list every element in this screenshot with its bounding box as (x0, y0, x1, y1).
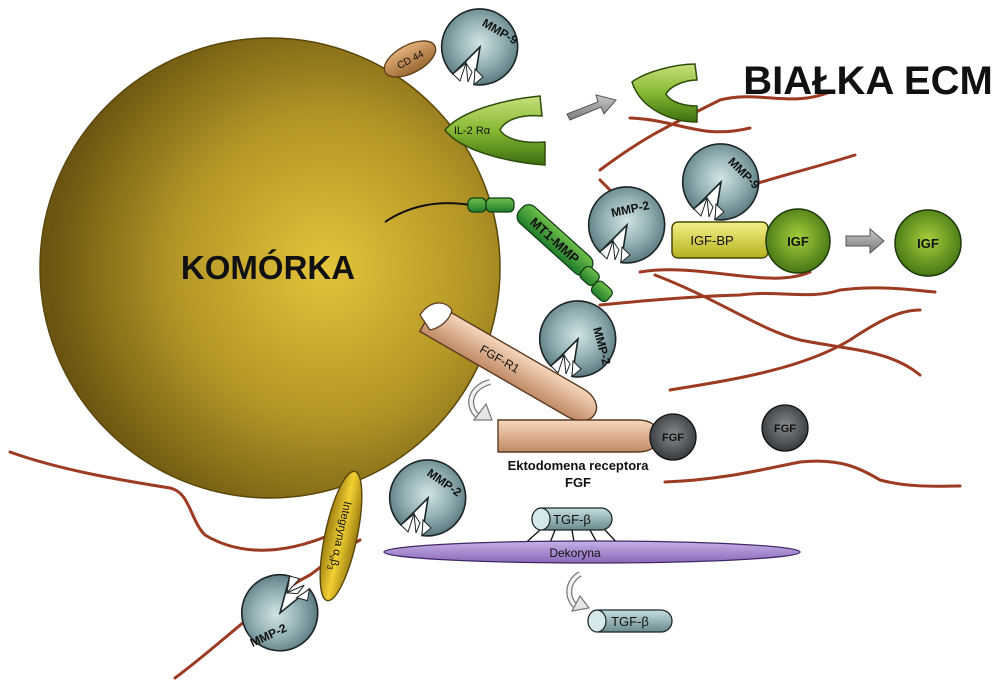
decorin-label: Dekoryna (549, 546, 601, 560)
tgfb-bound: TGF-β (531, 507, 613, 531)
fgf-bound: FGF (649, 413, 697, 461)
ecm-fiber (628, 116, 752, 134)
il2-receptor: IL-2 Rα (444, 95, 546, 166)
arrow-right-icon (566, 94, 617, 121)
integrin: Integryna αvβ3 (319, 470, 363, 602)
arrow-right-icon (845, 227, 885, 255)
mmp2-integrin: MMP-2 (227, 560, 333, 666)
igf-bound: IGF (765, 208, 831, 274)
igfbp: IGF-BP (671, 221, 769, 259)
igf-free: IGF (894, 209, 962, 277)
ecm-fiber (598, 286, 937, 307)
cd44: CD 44 (383, 40, 437, 78)
igf-free-label: IGF (917, 236, 939, 251)
igf-bound-label: IGF (787, 234, 809, 249)
curved-arrow-icon (468, 379, 493, 421)
cell-label: KOMÓRKA (181, 249, 355, 286)
il2-released (631, 63, 698, 123)
tgfb-free: TGF-β (587, 609, 673, 633)
ecm-fiber (663, 459, 962, 488)
ectodomain-label-1: Ektodomena receptora (508, 458, 650, 473)
il2-label: IL-2 Rα (454, 125, 491, 137)
tgfb-free-label: TGF-β (611, 614, 649, 629)
curved-arrow-icon (566, 571, 591, 612)
fgf-free: FGF (761, 404, 809, 452)
fgf-bound-label: FGF (662, 432, 684, 444)
cell (39, 37, 501, 499)
ecm-fiber (668, 308, 922, 392)
mmp2-mt1: MMP-2 (538, 300, 617, 378)
mt1mmp-label: MT1-MMP (527, 214, 582, 266)
decorin: Dekoryna (383, 540, 801, 564)
tgfb-bound-label: TGF-β (553, 512, 591, 527)
ecm-fiber (638, 268, 812, 280)
fgf-free-label: FGF (774, 423, 796, 435)
ectodomain-label-2: FGF (565, 475, 591, 490)
fgfr-ectodomain: Ektodomena receptora FGF (497, 419, 661, 490)
mmp9-igf: MMP-9 (681, 143, 763, 221)
mmp2-igf: MMP-2 (587, 186, 666, 264)
mmp2-decorin: MMP-2 (388, 459, 467, 537)
ecm-fiber (598, 90, 832, 172)
mmp9-top: MMP-9 (440, 8, 521, 86)
ecm-fiber (8, 450, 332, 552)
ecm-title: BIAŁKA ECM (743, 59, 993, 103)
igfbp-label: IGF-BP (690, 233, 733, 248)
ecm-fiber (653, 273, 922, 377)
